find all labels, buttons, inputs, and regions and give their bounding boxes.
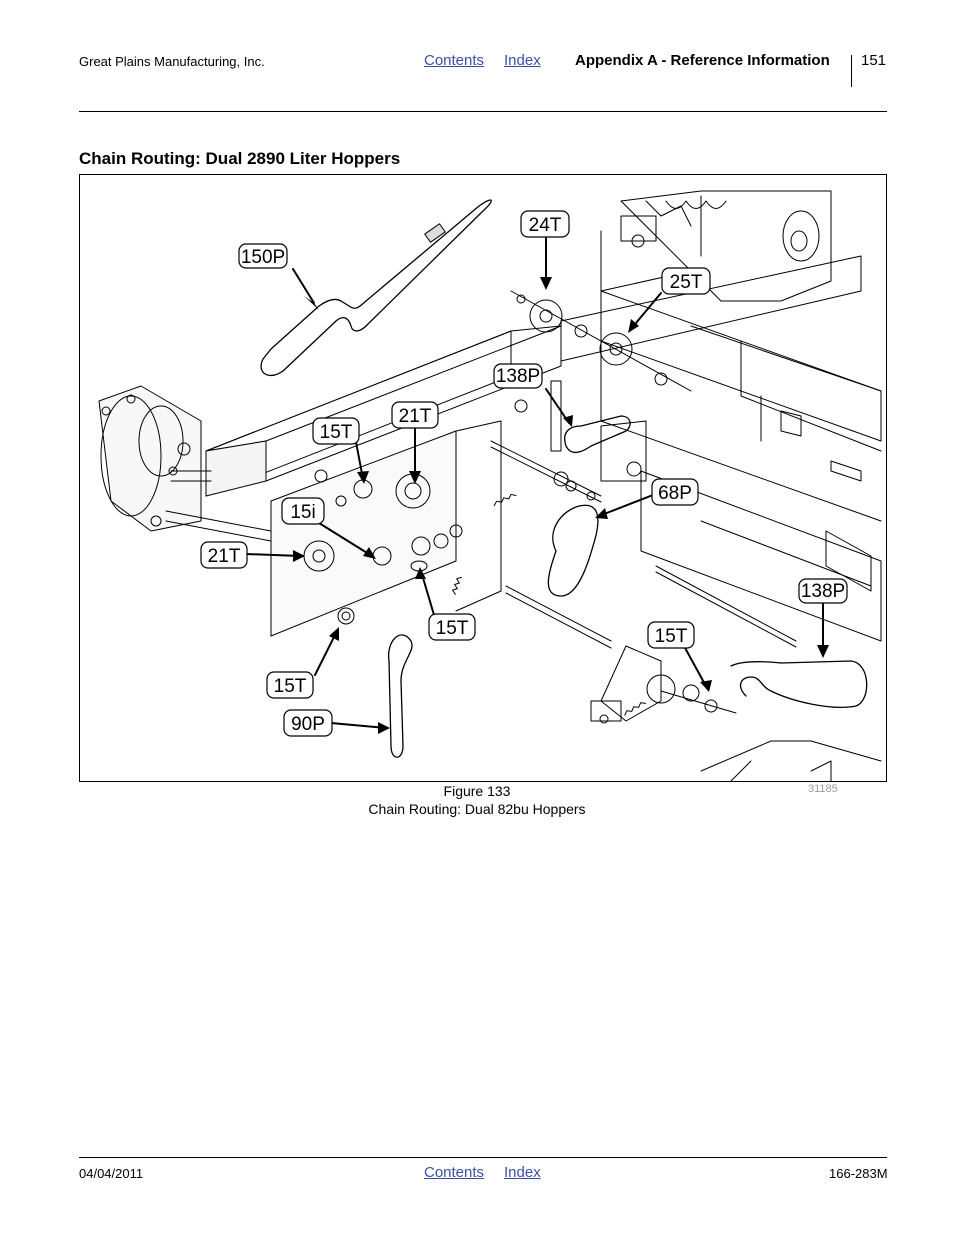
- sprocket-25t: [599, 332, 633, 366]
- company-name: Great Plains Manufacturing, Inc.: [79, 54, 265, 69]
- hopper-housing: [620, 190, 832, 302]
- lower-beam: [640, 470, 882, 642]
- figure-number: Figure 133: [443, 783, 511, 799]
- chain-138p-lower: [730, 660, 868, 708]
- rear-frame-tube: [560, 255, 862, 362]
- gearbox: [98, 385, 272, 542]
- callout-15t-middle-label: 15T: [436, 618, 469, 639]
- section-heading: Appendix A - Reference Information: [575, 52, 830, 69]
- callout-15t-lower: 15T: [266, 671, 314, 699]
- footer-date: 04/04/2011: [79, 1166, 144, 1181]
- callout-138p-upper-label: 138P: [496, 366, 540, 387]
- callout-15t-middle: 15T: [428, 613, 476, 641]
- callout-25t-label: 25T: [670, 272, 703, 293]
- page-number: 151: [861, 52, 887, 69]
- callout-21t-upper-label: 21T: [399, 406, 432, 427]
- callout-138p-lower: 138P: [798, 578, 848, 604]
- callout-25t: 25T: [661, 267, 711, 295]
- callout-138p-upper: 138P: [493, 363, 543, 389]
- footer-contents-link[interactable]: Contents: [424, 1164, 485, 1181]
- callout-68p: 68P: [651, 478, 699, 506]
- callout-90p: 90P: [283, 709, 333, 737]
- mounting-plate: [270, 430, 457, 637]
- right-frame-tube: [600, 290, 882, 442]
- callout-15i-label: 15i: [290, 502, 315, 523]
- callout-24t: 24T: [520, 210, 570, 238]
- chain-138p-upper: [564, 415, 631, 454]
- callout-21t-lower: 21T: [200, 541, 248, 569]
- callout-15t-upper-label: 15T: [320, 422, 353, 443]
- header-divider: [851, 55, 852, 87]
- callout-15t-lower-label: 15T: [274, 676, 307, 697]
- header-index-link[interactable]: Index: [504, 52, 541, 69]
- chain-routing-diagram: 150P 24T 25T 138P 21T 15T 15i 68P 21T 13…: [98, 190, 882, 781]
- callout-15t-right: 15T: [647, 621, 695, 649]
- callout-15t-upper: 15T: [312, 417, 360, 445]
- callout-24t-label: 24T: [529, 215, 562, 236]
- callout-90p-label: 90P: [291, 714, 325, 735]
- spring: [452, 576, 462, 595]
- callout-68p-label: 68P: [658, 483, 692, 504]
- sprocket-24t: [529, 299, 563, 333]
- chain-68p: [547, 504, 599, 597]
- page-title: Chain Routing: Dual 2890 Liter Hoppers: [79, 149, 401, 168]
- footer-index-link[interactable]: Index: [504, 1164, 541, 1181]
- callout-21t-upper: 21T: [391, 401, 439, 429]
- header-rule: [79, 111, 887, 112]
- figure-frame: 150P 24T 25T 138P 21T 15T 15i 68P 21T 13…: [79, 174, 887, 782]
- callout-150p: 150P: [238, 243, 288, 269]
- callout-15t-right-label: 15T: [655, 626, 688, 647]
- bearing-assembly: [590, 645, 737, 724]
- chain-150p: [260, 199, 492, 376]
- callout-138p-lower-label: 138P: [801, 581, 845, 602]
- chain-90p: [388, 634, 413, 758]
- footer-doc-number: 166-283M: [829, 1166, 888, 1181]
- footer-rule: [79, 1157, 887, 1158]
- callout-15i: 15i: [281, 497, 325, 525]
- drive-shaft: [505, 585, 612, 642]
- figure-caption: Chain Routing: Dual 82bu Hoppers: [368, 801, 586, 817]
- callout-150p-label: 150P: [241, 247, 285, 268]
- header-contents-link[interactable]: Contents: [424, 52, 485, 69]
- callout-21t-lower-label: 21T: [208, 546, 241, 567]
- figure-image-id: 31185: [808, 783, 838, 795]
